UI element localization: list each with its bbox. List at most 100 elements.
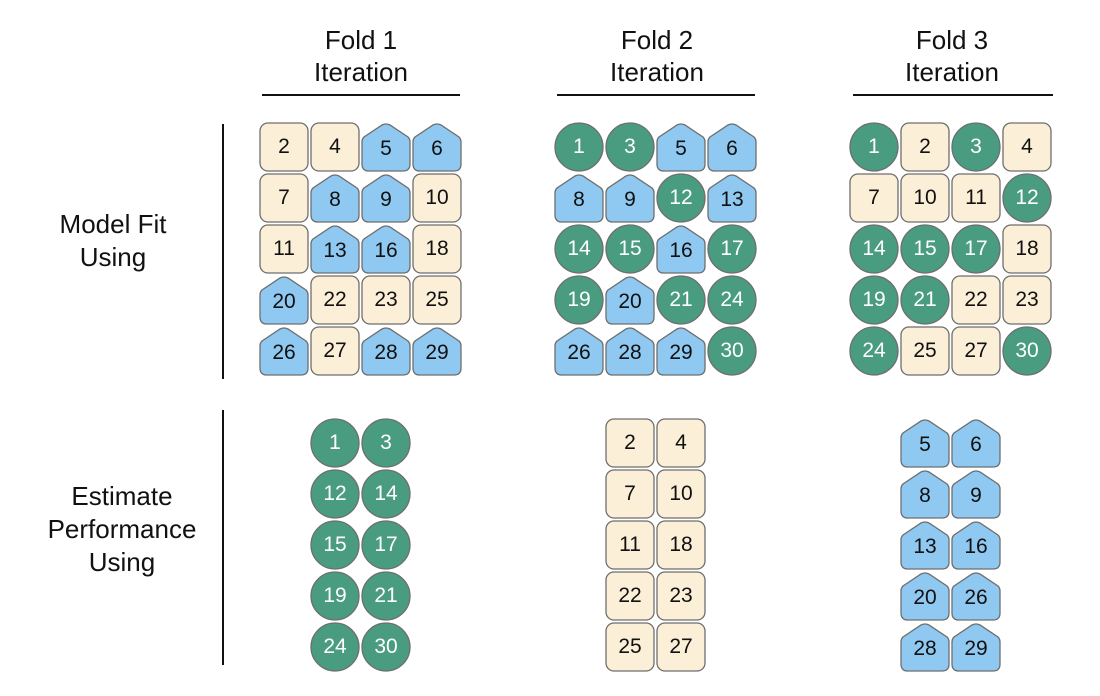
row-label-model-fit: Model Fit Using [3,208,223,274]
sample-token-9-pentagon: 9 [605,173,655,223]
sample-number: 21 [913,288,937,311]
sample-token-12-circle: 12 [656,173,706,223]
sample-number: 18 [669,533,693,556]
pentagon-shape-icon [707,123,757,172]
sample-number: 8 [919,483,931,507]
sample-number: 28 [913,636,937,660]
sample-number: 6 [726,136,738,160]
pentagon-shape-icon [900,419,950,468]
pentagon-shape-icon [900,470,950,519]
square-shape-icon [412,275,462,325]
sample-number: 18 [1015,237,1039,260]
sample-number: 10 [669,482,693,505]
pentagon-shape-icon [310,225,360,274]
pentagon-shape-icon [951,572,1001,621]
sample-token-5-pentagon: 5 [900,418,950,468]
sample-number: 26 [964,585,988,609]
sample-token-17-circle: 17 [951,224,1001,274]
fold-subtitle: Iteration [610,57,704,87]
sample-number: 24 [720,288,744,311]
estimate-row-bracket [222,410,224,665]
circle-shape-icon [361,571,411,621]
pentagon-shape-icon [361,123,411,172]
sample-token-23-square: 23 [361,275,411,325]
pentagon-shape-icon [656,123,706,172]
sample-number: 15 [913,237,937,260]
sample-token-8-pentagon: 8 [554,173,604,223]
sample-number: 3 [380,431,392,454]
pentagon-shape-icon [412,327,462,376]
sample-token-2-square: 2 [259,122,309,172]
sample-token-7-square: 7 [849,173,899,223]
circle-shape-icon [605,122,655,172]
circle-shape-icon [310,571,360,621]
sample-token-1-circle: 1 [554,122,604,172]
square-shape-icon [1002,275,1052,325]
sample-number: 14 [862,237,886,260]
sample-number: 16 [964,534,988,558]
sample-token-24-circle: 24 [310,622,360,672]
sample-number: 4 [1021,135,1033,158]
sample-token-30-circle: 30 [361,622,411,672]
sample-number: 4 [329,135,341,158]
sample-token-10-square: 10 [412,173,462,223]
sample-token-25-square: 25 [412,275,462,325]
sample-number: 11 [273,237,295,260]
circle-shape-icon [554,122,604,172]
sample-token-23-square: 23 [656,571,706,621]
sample-number: 19 [862,288,886,311]
circle-shape-icon [361,469,411,519]
circle-shape-icon [605,224,655,274]
sample-number: 6 [431,136,443,160]
sample-number: 30 [720,339,744,362]
sample-number: 18 [425,237,449,260]
sample-number: 5 [675,136,687,160]
sample-token-27-square: 27 [951,326,1001,376]
circle-shape-icon [900,275,950,325]
square-shape-icon [259,173,309,223]
sample-token-4-square: 4 [1002,122,1052,172]
sample-number: 27 [669,635,693,658]
pentagon-shape-icon [656,327,706,376]
sample-number: 29 [964,636,988,660]
circle-shape-icon [849,224,899,274]
square-shape-icon [1002,224,1052,274]
sample-number: 9 [970,483,982,507]
square-shape-icon [259,224,309,274]
sample-number: 26 [567,340,591,364]
pentagon-shape-icon [605,327,655,376]
square-shape-icon [656,418,706,468]
sample-number: 8 [573,187,585,211]
pentagon-shape-icon [951,470,1001,519]
sample-number: 17 [374,533,398,556]
sample-token-8-pentagon: 8 [900,469,950,519]
square-shape-icon [900,326,950,376]
sample-token-21-circle: 21 [900,275,950,325]
circle-shape-icon [707,224,757,274]
sample-number: 19 [323,584,347,607]
fold-2-header-rule [557,94,755,96]
sample-token-25-square: 25 [605,622,655,672]
pentagon-shape-icon [554,174,604,223]
pentagon-shape-icon [259,276,309,325]
sample-token-29-pentagon: 29 [412,326,462,376]
circle-shape-icon [951,224,1001,274]
square-shape-icon [412,224,462,274]
sample-token-20-pentagon: 20 [605,275,655,325]
sample-token-3-circle: 3 [605,122,655,172]
sample-number: 23 [1015,288,1039,311]
circle-shape-icon [310,469,360,519]
pentagon-shape-icon [951,521,1001,570]
circle-shape-icon [849,326,899,376]
square-shape-icon [656,571,706,621]
sample-number: 1 [329,431,341,454]
sample-token-9-pentagon: 9 [361,173,411,223]
row-label-line: Using [88,547,156,577]
sample-number: 27 [964,339,988,362]
sample-token-6-pentagon: 6 [412,122,462,172]
circle-shape-icon [310,520,360,570]
sample-token-11-square: 11 [605,520,655,570]
pentagon-shape-icon [951,623,1001,672]
sample-token-19-circle: 19 [554,275,604,325]
